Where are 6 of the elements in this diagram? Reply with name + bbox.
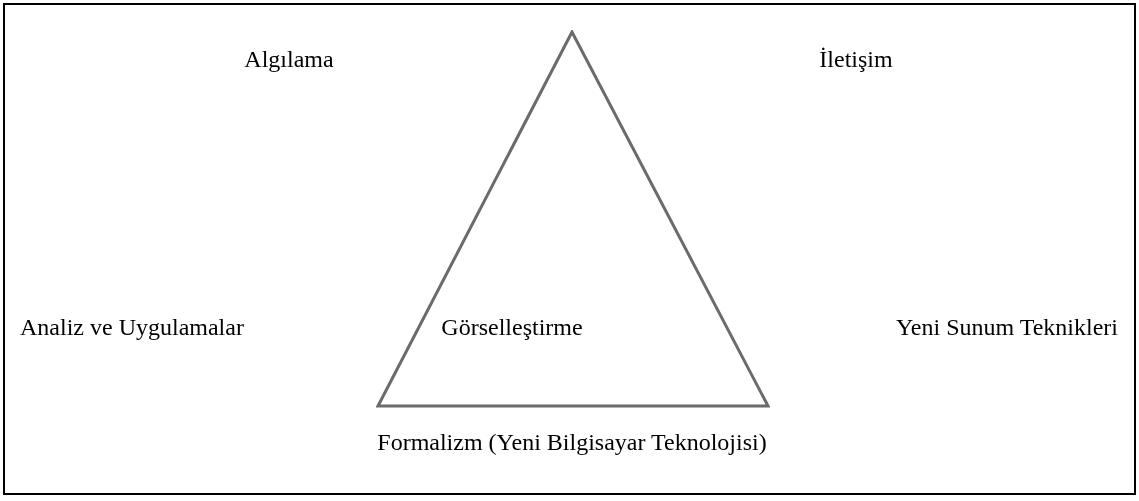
label: İletişim xyxy=(819,47,893,71)
label: Analiz ve Uygulamalar xyxy=(20,315,244,339)
label: Algılama xyxy=(244,47,334,71)
node-label: Görselleştirme xyxy=(441,315,583,339)
label: Formalizm (Yeni Bilgisayar Teknolojisi) xyxy=(377,430,767,454)
label: Yeni Sunum Teknikleri xyxy=(895,315,1118,339)
